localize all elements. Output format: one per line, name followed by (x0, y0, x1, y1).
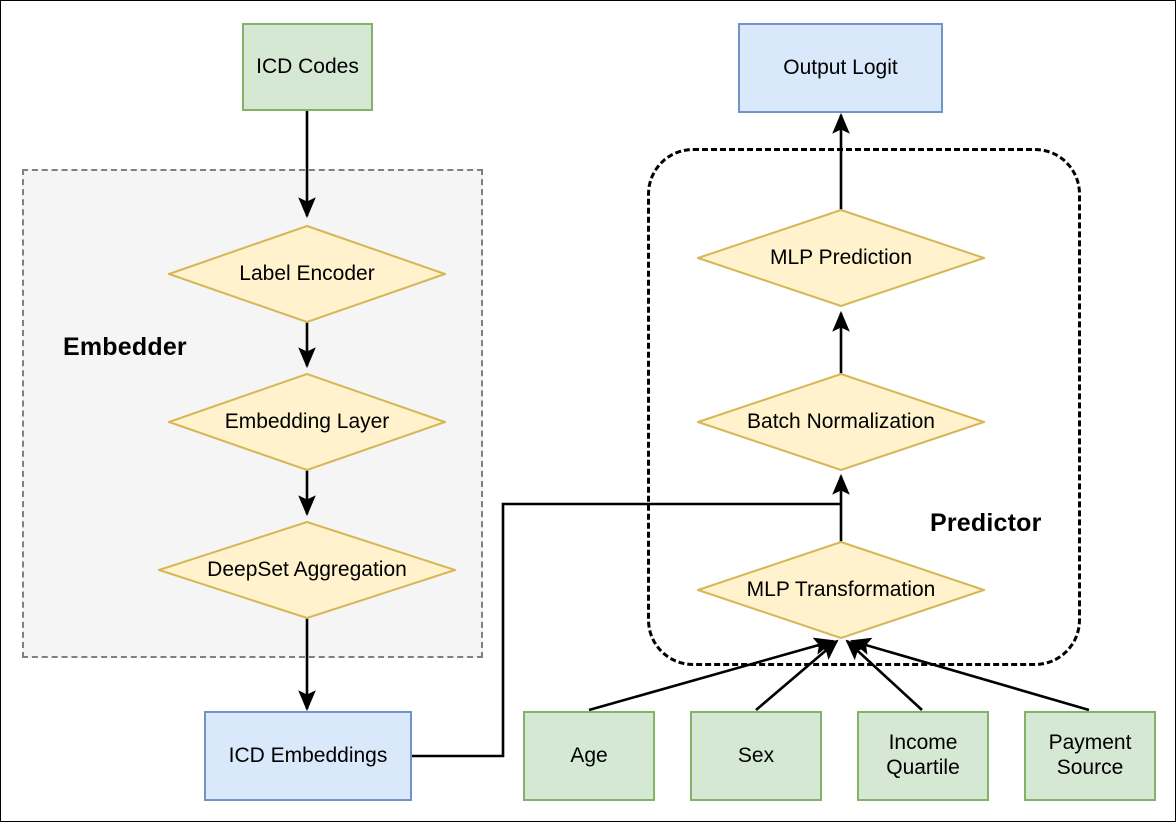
batch-normalization-shape (697, 373, 985, 471)
group-label-embedder: Embedder (63, 333, 187, 361)
embedding-layer-shape (168, 373, 446, 471)
node-icd-codes[interactable]: ICD Codes (242, 23, 373, 111)
node-deepset-aggregation[interactable]: DeepSet Aggregation (158, 521, 456, 619)
node-mlp-transformation[interactable]: MLP Transformation (697, 541, 985, 639)
node-income-quartile-label-line2: Quartile (886, 756, 960, 779)
node-mlp-prediction[interactable]: MLP Prediction (697, 209, 985, 307)
node-deepset-aggregation-label: DeepSet Aggregation (207, 558, 407, 581)
node-embedding-layer[interactable]: Embedding Layer (168, 373, 446, 471)
node-payment-source-label: Payment Source (1049, 731, 1132, 781)
node-income-quartile[interactable]: Income Quartile (857, 711, 989, 801)
node-label-encoder-label: Label Encoder (239, 262, 375, 285)
node-output-logit-label: Output Logit (783, 55, 898, 79)
node-batch-normalization[interactable]: Batch Normalization (697, 373, 985, 471)
node-icd-embeddings[interactable]: ICD Embeddings (204, 711, 412, 801)
node-age[interactable]: Age (523, 711, 655, 801)
node-payment-source-label-line2: Source (1056, 756, 1124, 779)
group-label-predictor: Predictor (930, 509, 1042, 537)
node-batch-normalization-label: Batch Normalization (747, 410, 935, 433)
node-icd-embeddings-label: ICD Embeddings (228, 743, 388, 767)
label-encoder-shape (168, 225, 446, 323)
node-output-logit[interactable]: Output Logit (738, 23, 943, 113)
node-label-encoder[interactable]: Label Encoder (168, 225, 446, 323)
node-icd-codes-label: ICD Codes (256, 54, 359, 78)
deepset-aggregation-shape (158, 521, 456, 619)
node-age-label: Age (570, 743, 608, 767)
node-income-quartile-label-line1: Income (888, 731, 958, 755)
node-mlp-prediction-label: MLP Prediction (769, 246, 913, 269)
node-payment-source-label-line1: Payment (1048, 731, 1132, 755)
node-payment-source[interactable]: Payment Source (1024, 711, 1156, 801)
node-mlp-transformation-label: MLP Transformation (746, 578, 936, 601)
node-sex[interactable]: Sex (690, 711, 822, 801)
mlp-prediction-shape (697, 209, 985, 307)
node-embedding-layer-label: Embedding Layer (224, 410, 390, 433)
node-income-quartile-label: Income Quartile (886, 731, 960, 781)
mlp-transformation-shape (697, 541, 985, 639)
node-sex-label: Sex (737, 743, 775, 767)
